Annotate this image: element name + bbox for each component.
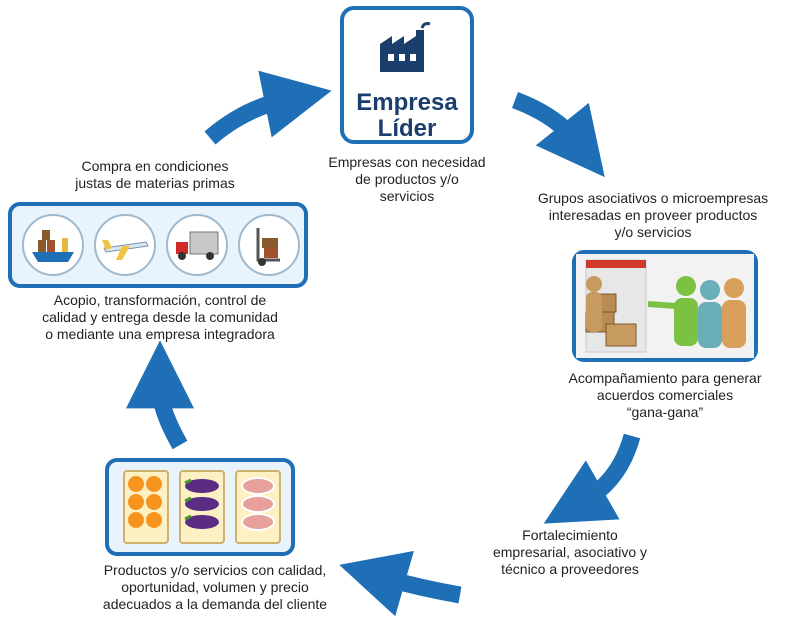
leader-caption: Empresas con necesidad de productos y/o … <box>320 154 494 205</box>
leader-title-line1: Empresa <box>356 89 458 116</box>
support-caption-line2: acuerdos comerciales <box>596 387 734 403</box>
eggplant-tray-icon <box>179 470 225 544</box>
support-caption: Acompañamiento para generar acuerdos com… <box>545 370 785 421</box>
support-caption-line3: “gana-gana” <box>626 404 704 420</box>
ship-icon <box>22 214 84 276</box>
products-caption: Productos y/o servicios con calidad, opo… <box>80 562 350 613</box>
strengthening-caption-line1: Fortalecimiento <box>522 527 618 543</box>
support-caption-line1: Acompañamiento para generar <box>568 370 762 386</box>
arrow-to-leader <box>204 70 332 145</box>
airplane-icon <box>94 214 156 276</box>
products-box <box>105 458 295 556</box>
products-caption-line3: adecuados a la demanda del cliente <box>102 596 328 612</box>
groups-caption-line3: y/o servicios <box>614 224 692 240</box>
factory-icon <box>380 22 431 72</box>
people-with-boxes-illustration <box>576 254 754 358</box>
acopio-caption: Acopio, transformación, control de calid… <box>2 292 318 343</box>
leader-caption-line1: Empresas con necesidad <box>328 154 486 170</box>
acopio-caption-line2: calidad y entrega desde la comunidad <box>42 309 278 325</box>
strengthening-caption-line2: empresarial, asociativo y <box>492 544 648 560</box>
groups-caption-line2: interesadas en proveer productos <box>548 207 758 223</box>
meat-tray-icon <box>235 470 281 544</box>
leader-company-box: Empresa Líder <box>340 6 474 144</box>
strengthening-caption-line3: técnico a proveedores <box>501 561 639 577</box>
strengthening-caption: Fortalecimiento empresarial, asociativo … <box>470 527 670 578</box>
purchase-caption-line2: justas de materias primas <box>75 175 235 191</box>
arrow-to-acopio <box>126 340 195 450</box>
purchase-caption: Compra en condiciones justas de materias… <box>60 158 250 192</box>
acopio-caption-line3: o mediante una empresa integradora <box>45 326 275 342</box>
products-caption-line1: Productos y/o servicios con calidad, <box>103 562 327 578</box>
logistics-box <box>8 202 308 288</box>
leader-title-line2: Líder <box>377 115 437 142</box>
arrow-to-products <box>339 550 462 617</box>
arrow-to-strengthening <box>543 433 641 524</box>
products-caption-line2: oportunidad, volumen y precio <box>121 579 309 595</box>
groups-caption-line1: Grupos asociativos o microempresas <box>537 190 769 206</box>
support-image-box <box>572 250 758 362</box>
leader-caption-line2: de productos y/o <box>355 171 459 187</box>
acopio-caption-line1: Acopio, transformación, control de <box>53 292 267 308</box>
groups-caption: Grupos asociativos o microempresas inter… <box>528 190 778 241</box>
hand-truck-icon <box>238 214 300 276</box>
purchase-caption-line1: Compra en condiciones <box>81 158 229 174</box>
leader-caption-line3: servicios <box>379 188 435 204</box>
truck-icon <box>166 214 228 276</box>
arrow-to-groups <box>511 92 605 178</box>
oranges-tray-icon <box>123 470 169 544</box>
